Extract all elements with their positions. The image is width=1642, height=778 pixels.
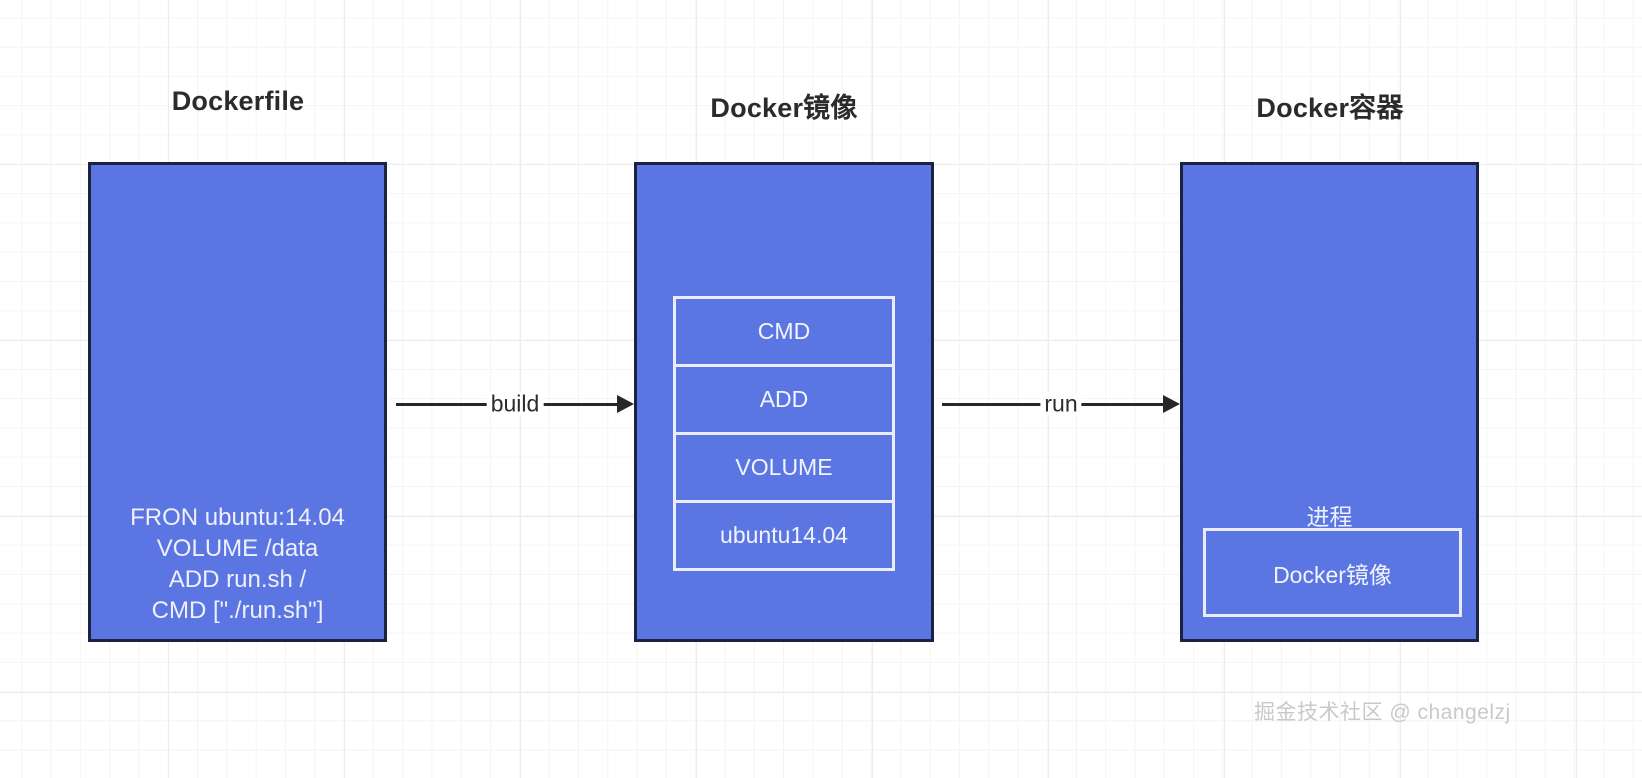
watermark: 掘金技术社区 @ changelzj (1254, 701, 1511, 724)
arrow-run-label: run (1040, 392, 1082, 416)
image-layer-cmd-label: CMD (757, 318, 811, 344)
column-title-dockerfile: Dockerfile (171, 86, 305, 116)
container-inner-image-label: Docker镜像 (1273, 561, 1392, 588)
column-title-docker-container: Docker容器 (1256, 93, 1404, 123)
image-layer-stack: CMD ADD VOLUME ubuntu14.04 (673, 296, 895, 571)
image-layer-add[interactable]: ADD (676, 367, 892, 435)
arrow-build-head (617, 395, 634, 413)
dockerfile-line-3: ADD run.sh / (168, 566, 307, 593)
column-title-docker-image: Docker镜像 (710, 93, 858, 123)
container-process-label: 进程 (1306, 504, 1353, 530)
image-layer-add-label: ADD (759, 386, 809, 412)
dockerfile-box[interactable]: FRON ubuntu:14.04 VOLUME /data ADD run.s… (88, 162, 387, 642)
dockerfile-line-2: VOLUME /data (156, 535, 319, 562)
dockerfile-line-1: FRON ubuntu:14.04 (130, 504, 345, 531)
image-layer-cmd[interactable]: CMD (676, 299, 892, 367)
image-layer-base[interactable]: ubuntu14.04 (676, 503, 892, 568)
dockerfile-line-4: CMD ["./run.sh"] (151, 597, 324, 624)
docker-image-box[interactable]: CMD ADD VOLUME ubuntu14.04 (634, 162, 934, 642)
arrow-run: run (942, 392, 1180, 416)
image-layer-base-label: ubuntu14.04 (720, 522, 848, 548)
arrow-build: build (396, 392, 634, 416)
docker-container-box[interactable]: 进程 Docker镜像 (1180, 162, 1479, 642)
image-layer-volume[interactable]: VOLUME (676, 435, 892, 503)
arrow-build-label: build (486, 392, 544, 416)
image-layer-volume-label: VOLUME (735, 454, 833, 480)
arrow-run-head (1163, 395, 1180, 413)
container-inner-image-box[interactable]: Docker镜像 (1203, 528, 1462, 617)
